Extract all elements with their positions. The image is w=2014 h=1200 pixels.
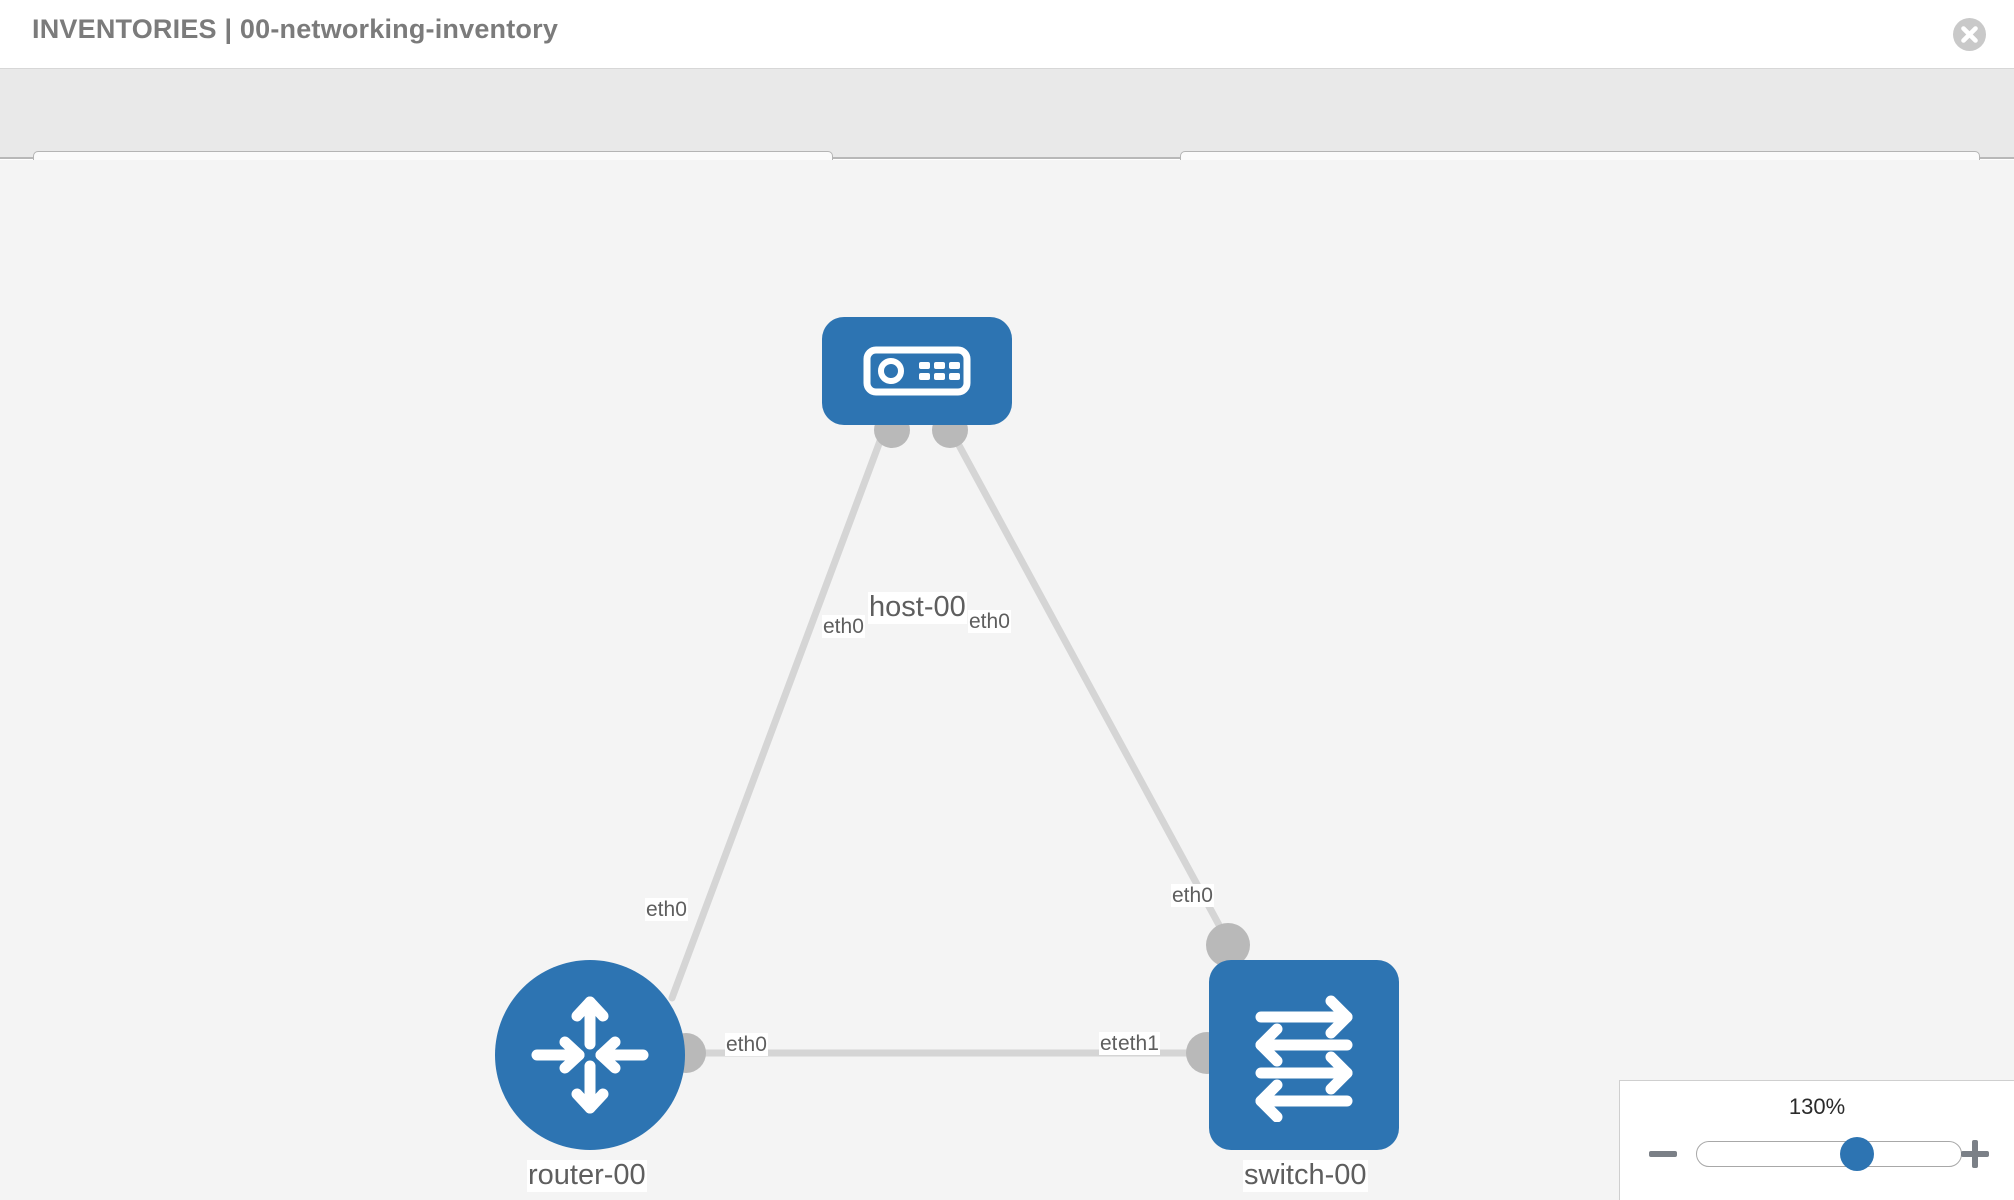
toolbar: ACTIONS SEARCH — [0, 69, 2014, 203]
link-host-router — [668, 421, 890, 1002]
node-label-host: host-00 — [868, 591, 967, 624]
node-label-switch: switch-00 — [1243, 1159, 1368, 1192]
interface-label-router-up: eth0 — [645, 898, 688, 922]
page-title: INVENTORIES | 00-networking-inventory — [32, 14, 559, 44]
close-icon[interactable] — [1953, 18, 1986, 51]
interface-label-router-right: eth0 — [725, 1033, 768, 1057]
interface-label-host-left: eth0 — [822, 615, 865, 639]
port-switch-top-left[interactable] — [1206, 923, 1250, 967]
zoom-controls — [1620, 1131, 2014, 1175]
zoom-slider[interactable] — [1696, 1137, 1962, 1171]
node-switch-00[interactable] — [1209, 960, 1399, 1150]
node-host-00[interactable] — [822, 317, 1012, 425]
topology-canvas[interactable]: host-00 router-00 switch-00 eth0 eth0 et… — [0, 160, 2014, 1200]
interface-label-host-right: eth0 — [968, 610, 1011, 634]
node-label-router: router-00 — [527, 1159, 647, 1192]
interface-label-switch-up: eth0 — [1171, 884, 1214, 908]
topology-links — [668, 421, 1242, 1057]
zoom-level-value: 130% — [1788, 1094, 1846, 1119]
interface-label-switch-left-b: eth1 — [1117, 1032, 1160, 1056]
plus-icon[interactable] — [1958, 1137, 1992, 1171]
zoom-slider-thumb[interactable] — [1839, 1137, 1874, 1171]
link-host-switch — [944, 421, 1242, 964]
node-router-00[interactable] — [495, 960, 685, 1150]
zoom-panel: 130% — [1619, 1080, 2014, 1200]
minus-icon[interactable] — [1646, 1137, 1680, 1171]
page-header: INVENTORIES | 00-networking-inventory — [0, 0, 2014, 69]
